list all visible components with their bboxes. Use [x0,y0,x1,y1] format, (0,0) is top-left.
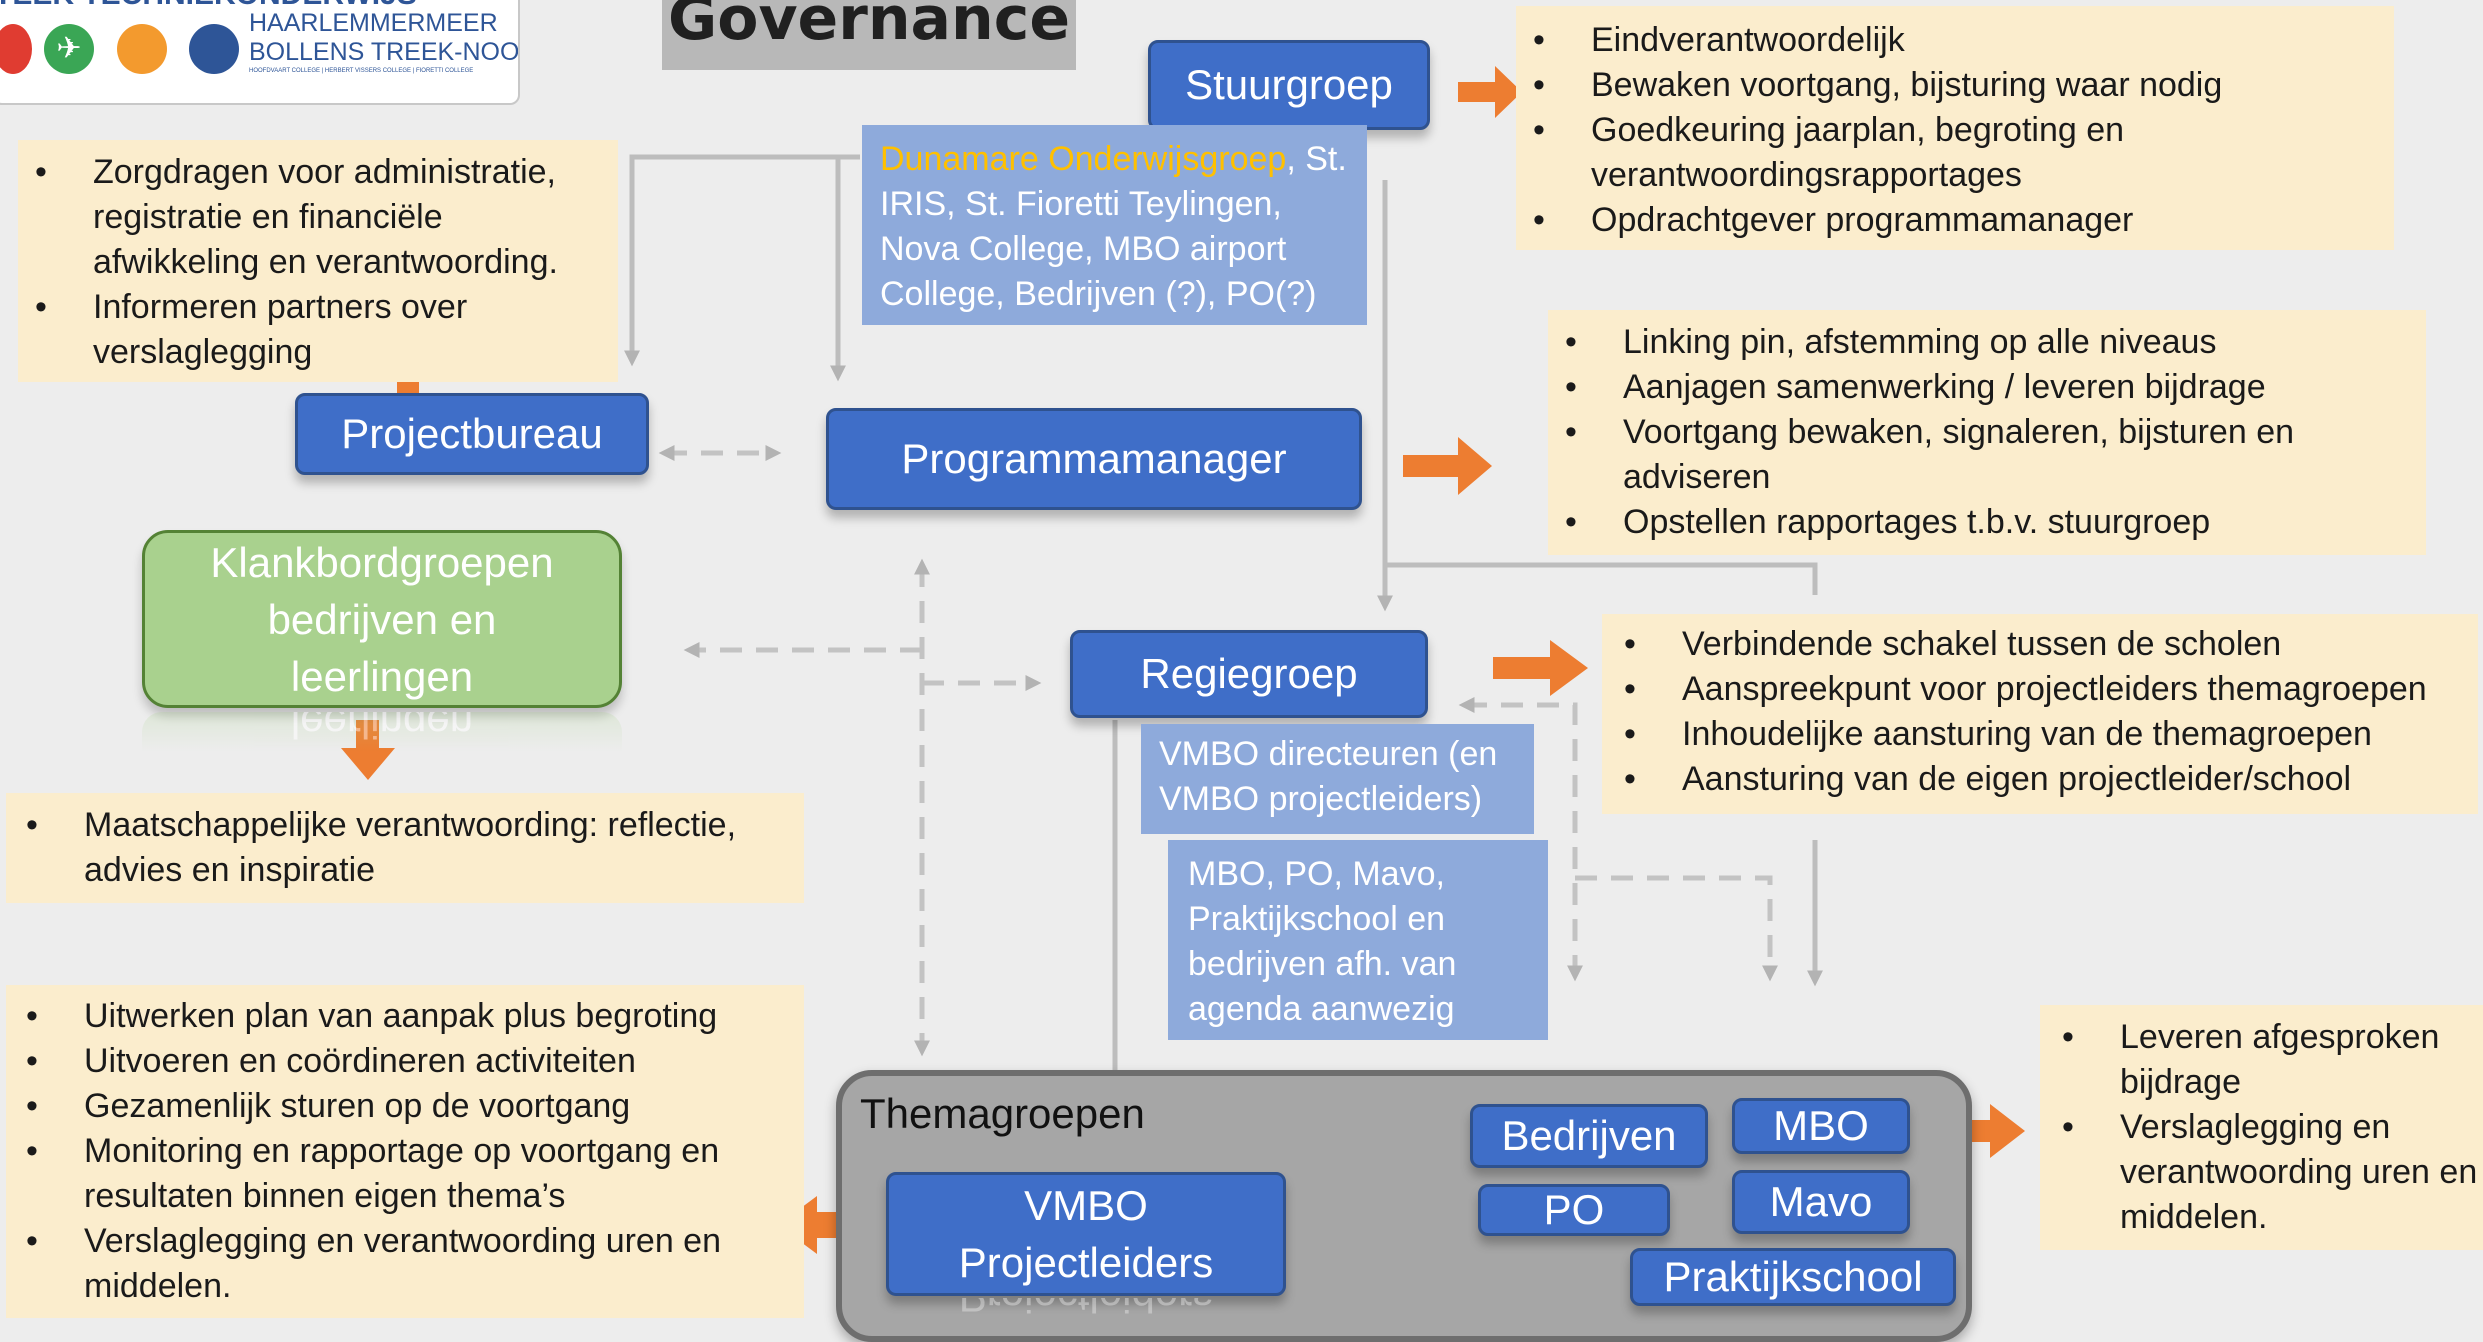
list-item: Eindverantwoordelijk [1533,18,2394,63]
list-item: Bewaken voortgang, bijsturing waar nodig [1533,63,2394,108]
list-item: Goedkeuring jaarplan, begroting en veran… [1533,108,2394,198]
arrow-programmamanager-note [1403,437,1492,495]
dashed-regiegroep-right [1458,696,1584,982]
list-item: Monitoring en rapportage op voortgang en… [26,1129,804,1219]
stuurgroep-box[interactable]: Stuurgroep [1148,40,1430,130]
projectbureau-notes: Zorgdragen voor administratie, registrat… [18,140,618,382]
list-item: Aanjagen samenwerking / leveren bijdrage [1565,365,2426,410]
logo-icon-blue [189,24,239,74]
klankbord-box[interactable]: Klankbordgroepen bedrijven en leerlingen [142,530,622,708]
vmbo-reflection-text: Projectleiders [959,1298,1213,1321]
list-item: Aansturing van de eigen projectleider/sc… [1624,757,2478,802]
page-title-text: Governance [667,0,1071,54]
arrow-regiegroep-note [1493,640,1588,696]
regiegroep-notes: Verbindende schakel tussen de scholen Aa… [1602,614,2478,814]
mbo-box[interactable]: MBO [1732,1098,1910,1154]
list-item: Uitvoeren en coördineren activiteiten [26,1039,804,1084]
list-item: Aanspreekpunt voor projectleiders themag… [1624,667,2478,712]
logo-line2: BOLLENS TREEK-NOORD [249,38,520,66]
vmbo-projectleiders-label: VMBO Projectleiders [958,1182,1214,1286]
mbo-label: MBO [1773,1102,1869,1149]
regiegroep-label: Regiegroep [1140,650,1358,697]
list-item: Opstellen rapportages t.b.v. stuurgroep [1565,500,2426,545]
list-item: Leveren afgesproken bijdrage [2062,1015,2483,1105]
klankbord-reflection-text: leerlingen [290,712,474,747]
bedrijven-box[interactable]: Bedrijven [1470,1104,1708,1168]
list-item: Inhoudelijke aansturing van de themagroe… [1624,712,2478,757]
logo-sub: HOOFDVAART COLLEGE | HERBERT VISSERS COL… [249,68,474,74]
logo-icon-green: ✈ [44,24,94,74]
praktijkschool-label: Praktijkschool [1663,1253,1923,1300]
projectbureau-label: Projectbureau [341,410,603,457]
programmamanager-label: Programmamanager [901,435,1287,482]
themagroepen-notes-left: Uitwerken plan van aanpak plus begroting… [6,985,804,1318]
line-stuurgroep-projectbureau [623,154,860,367]
themagroepen-box[interactable]: Themagroepen VMBO Projectleiders Project… [836,1070,1972,1342]
list-item: Verslaglegging en verantwoording uren en… [2062,1105,2483,1240]
list-item: Informeren partners over verslaglegging [35,285,618,375]
regiegroep-box[interactable]: Regiegroep [1070,630,1428,718]
list-item: Uitwerken plan van aanpak plus begroting [26,994,804,1039]
po-label: PO [1543,1186,1605,1233]
logo-icon-orange [117,24,167,74]
list-item: Zorgdragen voor administratie, registrat… [35,150,618,285]
regiegroep-members-vmbo: VMBO directeuren (en VMBO projectleiders… [1141,724,1534,834]
projectbureau-box[interactable]: Projectbureau [295,393,649,475]
list-item: Opdrachtgever programmamanager [1533,198,2394,243]
list-item: Linking pin, afstemming op alle niveaus [1565,320,2426,365]
bedrijven-label: Bedrijven [1501,1112,1677,1159]
klankbord-label: Klankbordgroepen bedrijven en leerlingen [210,538,554,700]
logo-line1: HAARLEMMERMEER [249,9,498,37]
line-to-right-branch [1385,562,1818,595]
klankbord-notes: Maatschappelijke verantwoording: reflect… [6,793,804,903]
regiegroep-members-other: MBO, PO, Mavo, Praktijkschool en bedrijv… [1168,840,1548,1040]
stuurgroep-notes: Eindverantwoordelijk Bewaken voortgang, … [1516,6,2394,250]
praktijkschool-box[interactable]: Praktijkschool [1630,1248,1956,1306]
themagroepen-label: Themagroepen [860,1090,1145,1137]
regiegroep-members2: MBO, PO, Mavo, Praktijkschool en bedrijv… [1188,855,1457,1028]
mavo-label: Mavo [1769,1178,1873,1225]
list-item: Verbindende schakel tussen de scholen [1624,622,2478,667]
stuurgroep-label: Stuurgroep [1185,61,1393,108]
list-item: Gezamenlijk sturen op de voortgang [26,1084,804,1129]
programmamanager-notes: Linking pin, afstemming op alle niveaus … [1548,310,2426,555]
list-item: Verslaglegging en verantwoording uren en… [26,1219,804,1309]
logo-icon-red [0,24,32,74]
arrow-stuurgroep-note [1458,66,1522,118]
list-item: Voortgang bewaken, signaleren, bijsturen… [1565,410,2426,500]
vmbo-reflection: Projectleiders [886,1298,1286,1326]
stuurgroep-members-rest: , St. IRIS, St. Fioretti Teylingen, Nova… [880,140,1347,313]
page-title: Governance [662,0,1076,70]
klankbord-reflection: leerlingen [142,712,622,752]
themagroepen-notes-right: Leveren afgesproken bijdrage Verslaglegg… [2040,1005,2483,1250]
mavo-box[interactable]: Mavo [1732,1170,1910,1234]
po-box[interactable]: PO [1478,1184,1670,1236]
regiegroep-members1: VMBO directeuren (en VMBO projectleiders… [1159,735,1498,818]
list-item: Maatschappelijke verantwoording: reflect… [26,803,804,893]
arrow-themagroepen-right-note [1946,1104,2025,1158]
stuurgroep-members-highlight: Dunamare Onderwijsgroep [880,140,1287,178]
programmamanager-box[interactable]: Programmamanager [826,408,1362,510]
arrow-klankbord-note [341,720,395,780]
vmbo-projectleiders-box[interactable]: VMBO Projectleiders [886,1172,1286,1296]
logo-top-text: TEEK TECHNIEKONDERWIJS [0,0,514,12]
stuurgroep-members: Dunamare Onderwijsgroep, St. IRIS, St. F… [862,125,1367,325]
dashed-right-branch [1575,875,1779,982]
logo: TEEK TECHNIEKONDERWIJS ✈ HAARLEMMERMEER … [0,0,520,105]
